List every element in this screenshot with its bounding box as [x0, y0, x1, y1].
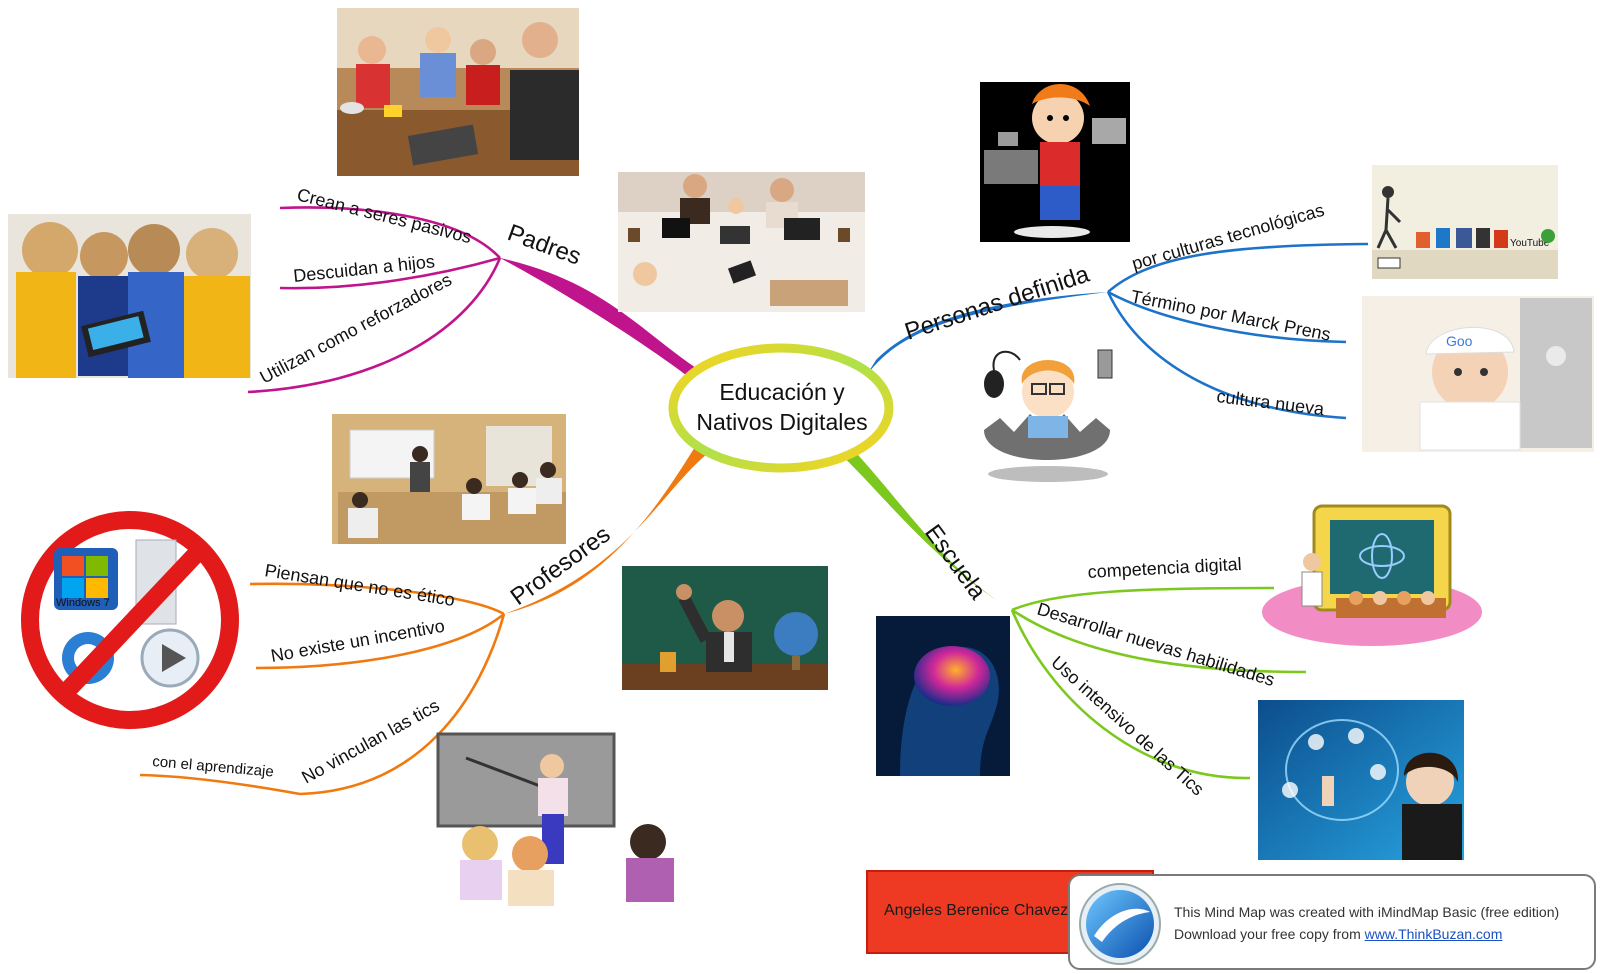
social-media-illustration: YouTube	[1372, 165, 1558, 279]
padres-child-1[interactable]: Crean a seres pasivos	[295, 184, 474, 247]
google-baby-photo: Goo	[1362, 296, 1594, 452]
brain-photo	[876, 616, 1010, 776]
family-bed-photo	[618, 172, 865, 312]
computer-class-illustration	[1262, 504, 1482, 646]
family-table-photo	[337, 8, 579, 176]
branch-profesores	[504, 442, 712, 614]
central-title-line1: Educación y	[719, 379, 845, 405]
branch-label-escuela[interactable]: Escuela	[919, 520, 991, 605]
social-youtube-text: YouTube	[1510, 238, 1550, 249]
imindmap-notice: This Mind Map was created with iMindMap …	[1068, 874, 1596, 970]
profesores-child-3[interactable]: No vinculan las tics	[298, 695, 442, 787]
notice-line2: Download your free copy from www.ThinkBu…	[1174, 926, 1502, 942]
no-windows-illustration: Windows 7	[21, 511, 239, 729]
personas-child-2[interactable]: Término por Marck Prens	[1129, 286, 1332, 344]
teacher-raising-hand-photo	[622, 566, 828, 690]
personas-subbranches	[1106, 242, 1369, 420]
windows7-text: Windows 7	[56, 597, 110, 609]
boy-laptop-illustration	[980, 82, 1130, 242]
padres-child-2[interactable]: Descuidan a hijos	[292, 251, 435, 286]
children-tablet-photo	[8, 214, 251, 378]
branch-padres	[500, 258, 696, 378]
escuela-child-1[interactable]: competencia digital	[1087, 554, 1242, 582]
teacher-pointer-illustration	[436, 732, 674, 906]
imindmap-logo-icon	[1079, 883, 1161, 965]
author-name: Angeles Berenice Chavez	[884, 902, 1069, 919]
branch-personas	[866, 292, 1108, 376]
profesores-child-2[interactable]: No existe un incentivo	[269, 616, 446, 666]
notice-line1: This Mind Map was created with iMindMap …	[1174, 904, 1560, 920]
personas-child-1[interactable]: por culturas tecnológicas	[1130, 200, 1327, 274]
escuela-child-3[interactable]: Uso intensivo de las Tics	[1047, 652, 1208, 799]
escuela-subbranches	[1010, 586, 1307, 780]
woman-digital-icons-photo	[1258, 700, 1464, 860]
google-hat-logo: Goo	[1446, 333, 1473, 349]
geek-egg-illustration	[984, 349, 1113, 482]
padres-subbranches	[247, 206, 502, 394]
central-node[interactable]: Educación y Nativos Digitales	[668, 343, 894, 473]
branch-label-personas[interactable]: Personas definida	[902, 260, 1094, 345]
thinkbuzan-link[interactable]: www.ThinkBuzan.com	[1364, 926, 1503, 942]
central-title-line2: Nativos Digitales	[696, 409, 867, 435]
personas-child-3[interactable]: cultura nueva	[1216, 386, 1327, 419]
notice-line2-prefix: Download your free copy from	[1174, 926, 1365, 942]
branch-escuela	[836, 444, 1012, 610]
classroom-photo	[332, 414, 566, 544]
